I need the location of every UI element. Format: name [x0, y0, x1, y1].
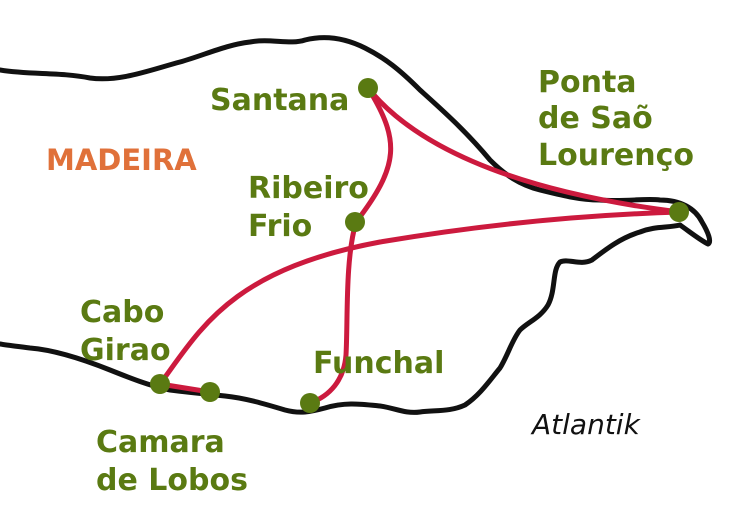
place-label-ponta-line3: Lourenço: [538, 138, 694, 173]
place-label-ribeiro-line2: Frio: [248, 209, 312, 244]
place-label-ribeiro-line1: Ribeiro: [248, 171, 369, 206]
stop-funchal: [300, 393, 320, 413]
place-label-ponta-line1: Ponta: [538, 65, 637, 100]
route-cabo-ponta: [157, 209, 683, 387]
place-label-santana: Santana: [210, 83, 349, 118]
sea-label: Atlantik: [530, 408, 642, 441]
place-label-ponta-line2: de Saõ: [538, 101, 653, 136]
north-coastline: [0, 35, 713, 247]
route-santana-ribeiro-funchal: [307, 85, 394, 406]
south-coastline: [0, 222, 683, 415]
place-label-funchal: Funchal: [313, 346, 444, 381]
stop-ribeiro-frio: [345, 212, 365, 232]
stop-santana: [358, 78, 378, 98]
route-santana-ponta: [365, 85, 683, 215]
stop-camara-de-lobos: [200, 382, 220, 402]
stop-cabo-girao: [150, 374, 170, 394]
place-label-camara-line1: Camara: [96, 425, 225, 460]
island-label: MADEIRA: [46, 143, 197, 177]
place-label-camara-line2: de Lobos: [96, 463, 248, 498]
place-label-cabo-line1: Cabo: [80, 295, 164, 330]
stop-ponta-de-sao-lourenco: [669, 202, 689, 222]
place-label-cabo-line2: Girao: [80, 333, 171, 368]
